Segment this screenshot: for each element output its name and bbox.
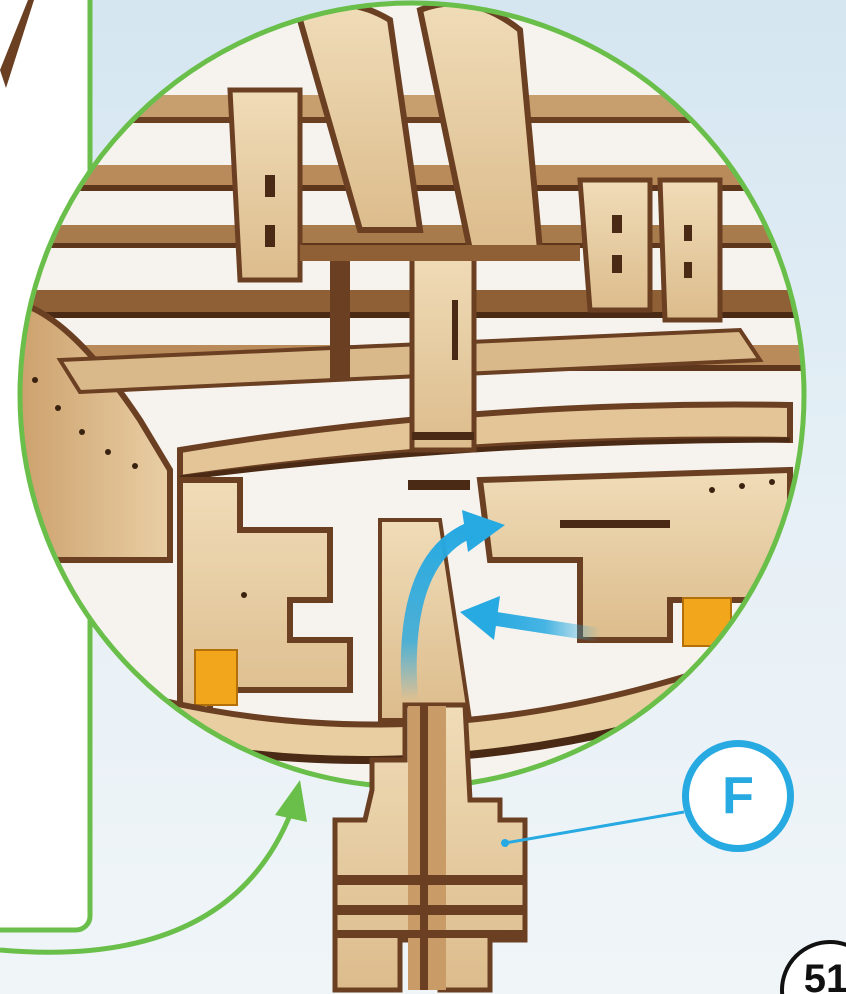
label-leader-line [505, 812, 684, 843]
part-label-badge: F [682, 740, 794, 852]
